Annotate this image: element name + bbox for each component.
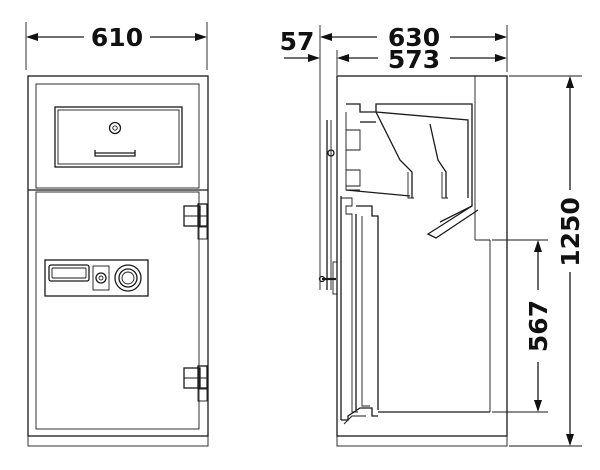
inner-depth-label: 573 xyxy=(388,45,440,74)
lock-panel xyxy=(44,259,149,297)
lower-height-dimension: 567 xyxy=(492,239,553,413)
inner-compartment xyxy=(340,196,490,425)
top-panel-frame xyxy=(35,83,200,189)
side-depth-dimension: 630 xyxy=(319,23,508,290)
side-depth-label: 630 xyxy=(388,23,440,52)
door-offset-label: 57 xyxy=(280,27,315,56)
lower-hinge xyxy=(183,365,208,402)
total-height-label: 1250 xyxy=(556,197,585,267)
lower-height-label: 567 xyxy=(524,300,553,352)
inner-depth-dimension: 573 xyxy=(336,45,507,75)
front-width-dimension: 610 xyxy=(25,22,208,70)
front-view: 610 xyxy=(25,22,209,447)
side-base xyxy=(336,435,508,447)
handle-slot xyxy=(48,264,90,282)
side-body-outline xyxy=(336,75,508,437)
deposit-drawer xyxy=(54,106,183,168)
upper-hinge xyxy=(183,203,208,240)
deposit-chute xyxy=(345,103,479,239)
door-frame xyxy=(35,191,200,430)
key-lock-icon xyxy=(95,272,107,284)
door-offset-dimension: 57 xyxy=(280,27,320,62)
drawer-knob-icon xyxy=(327,149,335,157)
total-height-dimension: 1250 xyxy=(509,75,585,447)
front-base xyxy=(27,435,209,447)
front-width-label: 610 xyxy=(91,23,143,52)
side-view: 630 573 57 xyxy=(280,23,585,447)
dial-icon xyxy=(114,264,142,292)
drawer-lock-icon xyxy=(108,121,122,135)
door-profile xyxy=(318,120,338,295)
